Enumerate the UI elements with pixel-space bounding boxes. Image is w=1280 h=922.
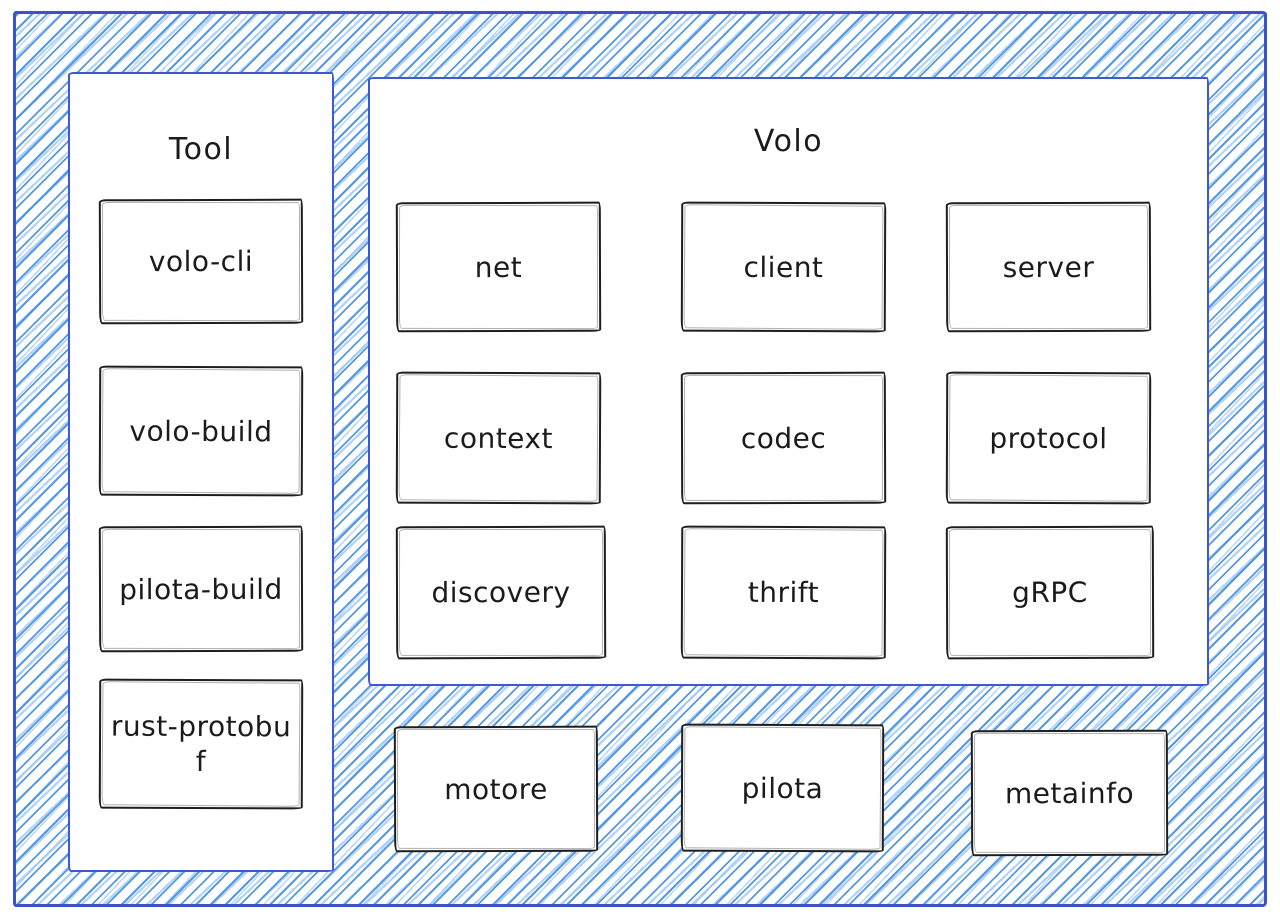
outer-hatched-frame: Tool volo-cli volo-build pilota-build ru… — [13, 11, 1267, 907]
node-label: metainfo — [1004, 776, 1135, 810]
node-label: rust-protobuf — [110, 709, 292, 779]
node-label: pilota-build — [119, 572, 283, 606]
node-label: server — [1002, 250, 1095, 284]
node-label: volo-cli — [148, 244, 254, 279]
node-label: gRPC — [1012, 575, 1088, 610]
node-thrift: thrift — [680, 525, 887, 660]
node-label: volo-build — [129, 414, 273, 448]
node-label: pilota — [741, 771, 824, 805]
node-label: motore — [444, 772, 548, 806]
volo-group-title: Volo — [753, 124, 824, 159]
node-label: thrift — [747, 575, 820, 610]
node-motore: motore — [393, 725, 599, 853]
node-metainfo: metainfo — [970, 729, 1169, 857]
node-label: codec — [740, 421, 827, 455]
node-label: client — [743, 250, 824, 284]
node-pilota: pilota — [680, 723, 885, 853]
tool-group-title: Tool — [168, 132, 234, 167]
node-net: net — [395, 201, 602, 333]
node-label: protocol — [989, 421, 1108, 455]
node-rust-protobuf: rust-protobuf — [98, 678, 304, 810]
node-label: discovery — [431, 575, 571, 610]
volo-group-panel: Volo net client server context codec pro… — [368, 77, 1209, 686]
node-server: server — [945, 201, 1152, 333]
node-volo-build: volo-build — [98, 365, 304, 497]
node-protocol: protocol — [945, 371, 1152, 505]
node-discovery: discovery — [395, 525, 607, 660]
node-label: net — [474, 250, 523, 284]
node-codec: codec — [680, 371, 887, 505]
node-label: context — [443, 421, 554, 455]
node-client: client — [680, 201, 887, 333]
node-grpc: gRPC — [945, 525, 1155, 660]
tool-group-panel: Tool volo-cli volo-build pilota-build ru… — [68, 72, 334, 872]
node-context: context — [395, 371, 602, 505]
node-pilota-build: pilota-build — [98, 525, 304, 653]
node-volo-cli: volo-cli — [98, 198, 304, 325]
